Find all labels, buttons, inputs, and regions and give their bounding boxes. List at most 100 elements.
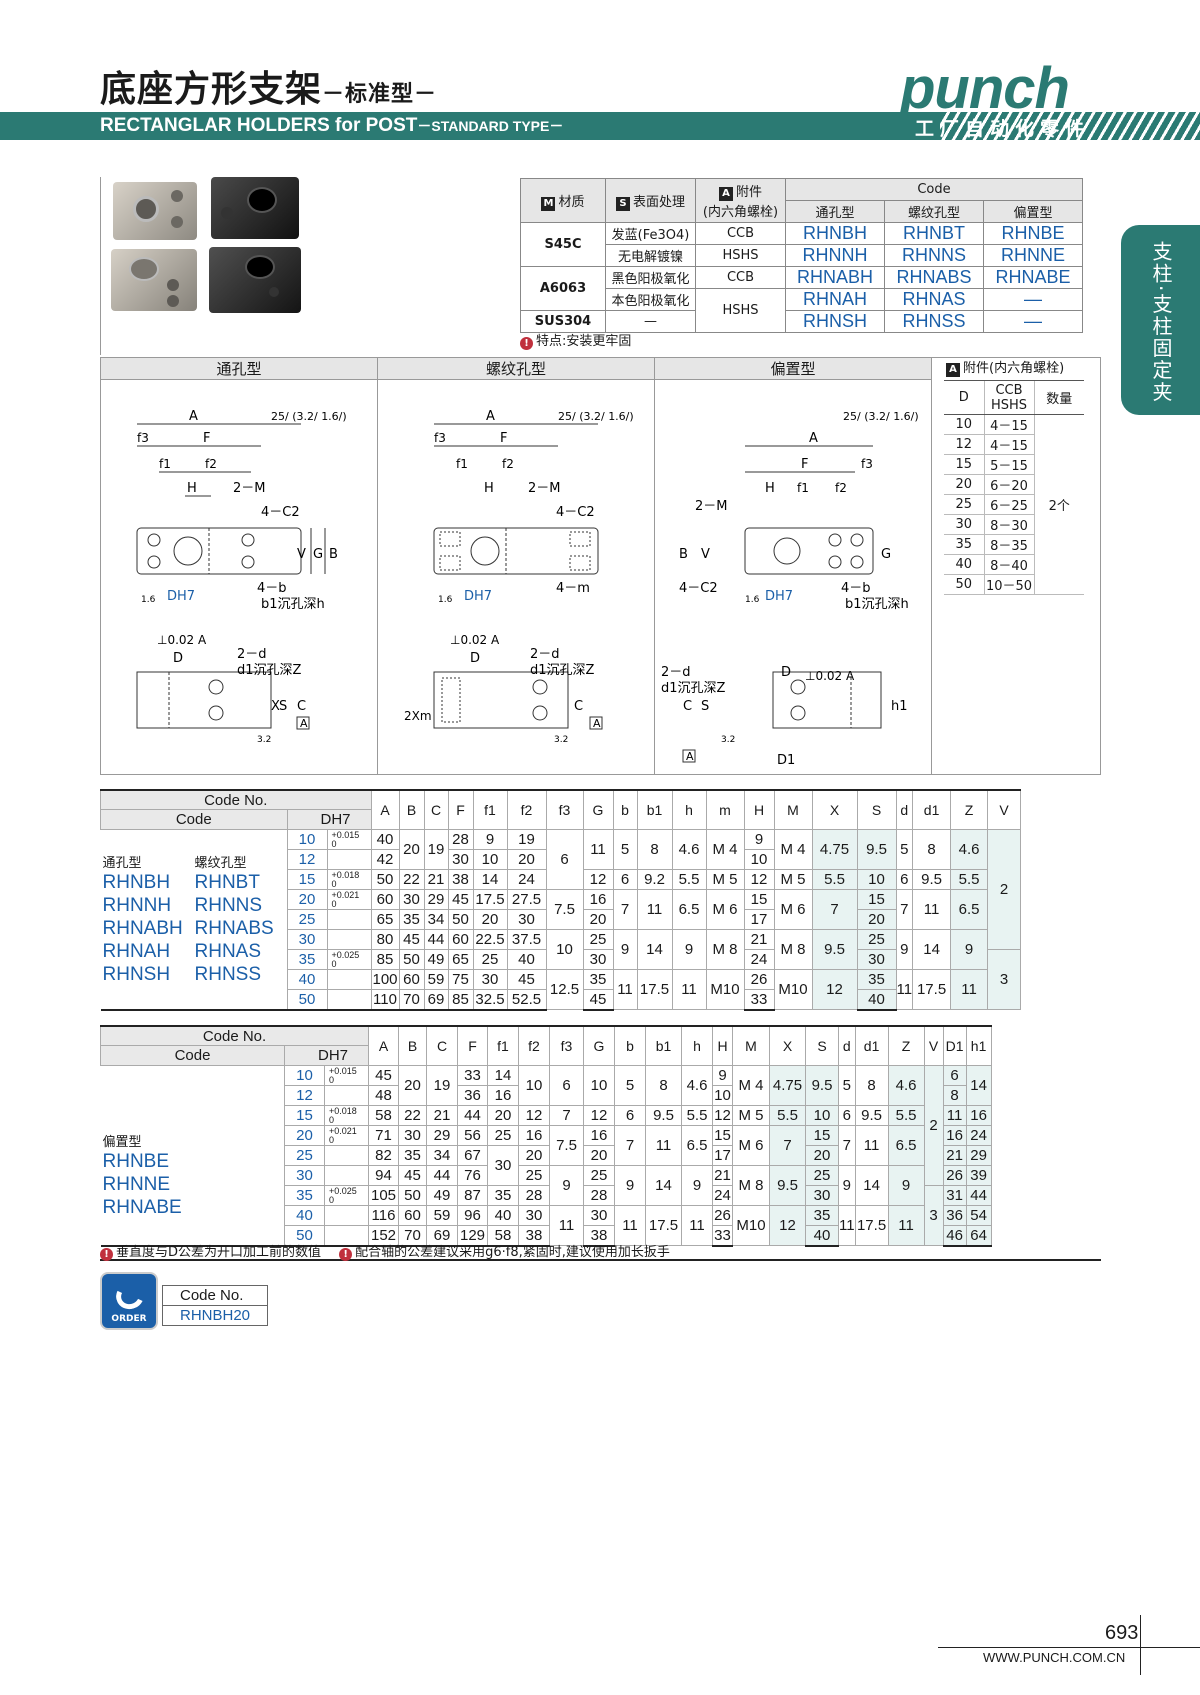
svg-text:2Xm: 2Xm	[404, 709, 432, 723]
svg-text:f1: f1	[797, 481, 809, 495]
svg-text:2－M: 2－M	[528, 481, 561, 496]
svg-text:f3: f3	[861, 457, 873, 471]
drawing-thread: 螺纹孔型 A 25/ (3.2/ 1.6/) F f3 f1 f2 H 2－M	[378, 358, 655, 774]
svg-text:H: H	[484, 481, 494, 496]
svg-text:h1: h1	[891, 699, 908, 714]
svg-text:1.6: 1.6	[141, 595, 156, 605]
page-title-sub: －标准型－	[322, 82, 438, 107]
svg-text:A: A	[809, 431, 818, 446]
photo-steel-offset	[111, 249, 197, 311]
svg-text:DH7: DH7	[167, 589, 195, 604]
svg-text:4－C2: 4－C2	[679, 581, 718, 596]
thread-type-drawing: A 25/ (3.2/ 1.6/) F f3 f1 f2 H 2－M 4－C2 …	[404, 409, 634, 745]
order-badge[interactable]: ORDER	[100, 1272, 158, 1330]
page-title-en-sub: －STANDARD TYPE－	[417, 118, 564, 134]
svg-text:2－M: 2－M	[233, 481, 266, 496]
svg-text:1.6: 1.6	[438, 595, 453, 605]
brand-tagline: 工厂自动化零件	[915, 118, 1091, 140]
svg-text:25/ (3.2/ 1.6/): 25/ (3.2/ 1.6/)	[558, 410, 634, 423]
info-icon: !	[100, 1248, 113, 1261]
product-photos	[100, 177, 500, 355]
svg-text:⊥0.02 A: ⊥0.02 A	[450, 633, 500, 647]
drawing-thread-title: 螺纹孔型	[378, 358, 654, 380]
svg-text:S: S	[279, 699, 287, 714]
order-example: Code No. RHNBH20	[161, 1285, 269, 1326]
svg-text:⊥0.02 A: ⊥0.02 A	[157, 633, 207, 647]
footer-url[interactable]: WWW.PUNCH.COM.CN	[983, 1650, 1126, 1665]
svg-text:F: F	[203, 431, 210, 446]
title-bar	[0, 112, 1200, 140]
svg-text:G: G	[881, 547, 891, 562]
svg-text:C: C	[297, 699, 306, 714]
svg-text:F: F	[801, 457, 808, 472]
drawing-through: 通孔型 A 25/ (3.2/ 1.6/) F f3 f1	[101, 358, 378, 774]
svg-text:DH7: DH7	[765, 589, 793, 604]
page-number: 693	[1105, 1622, 1139, 1644]
svg-text:25/ (3.2/ 1.6/): 25/ (3.2/ 1.6/)	[271, 410, 347, 423]
svg-text:2－d: 2－d	[530, 647, 560, 662]
drawing-offset: 偏置型 A 25/ (3.2/ 1.6/) F f3 H f1 f2 2－M B	[655, 358, 932, 774]
svg-text:f2: f2	[835, 481, 847, 495]
footer-divider	[938, 1647, 1200, 1648]
svg-text:25/ (3.2/ 1.6/): 25/ (3.2/ 1.6/)	[843, 410, 919, 423]
svg-text:C: C	[683, 699, 692, 714]
svg-text:f3: f3	[434, 431, 446, 445]
order-code[interactable]: RHNBH20	[161, 1305, 269, 1326]
svg-text:F: F	[500, 431, 507, 446]
photo-steel-through	[113, 182, 197, 240]
offset-type-drawing: A 25/ (3.2/ 1.6/) F f3 H f1 f2 2－M B V G…	[661, 410, 919, 768]
phone-icon	[112, 1278, 148, 1314]
page-title-en: RECTANGLAR HOLDERS for POST－STANDARD TYP…	[100, 115, 564, 136]
svg-text:4－m: 4－m	[556, 581, 590, 596]
photo-black-offset	[209, 247, 301, 313]
svg-text:f1: f1	[159, 457, 171, 471]
svg-text:DH7: DH7	[464, 589, 492, 604]
svg-text:2－d: 2－d	[237, 647, 267, 662]
footnotes: !垂直度与D公差为开口加工前的数值 !配合轴的公差建议采用g6·f8,紧固时,建…	[100, 1241, 1101, 1261]
photo-black-through	[211, 177, 299, 239]
side-category-tab[interactable]: 支柱·支柱固定夹	[1121, 225, 1200, 415]
svg-text:d1沉孔深Z: d1沉孔深Z	[530, 663, 595, 678]
svg-text:D: D	[470, 651, 480, 666]
svg-text:A: A	[300, 717, 308, 730]
svg-text:b1沉孔深h: b1沉孔深h	[261, 597, 325, 612]
svg-text:B: B	[679, 547, 688, 562]
svg-text:4－C2: 4－C2	[261, 505, 300, 520]
through-type-drawing: A 25/ (3.2/ 1.6/) F f3 f1 f2 H 2－M 4－C2 …	[136, 409, 347, 745]
svg-text:A: A	[486, 409, 495, 424]
svg-text:4－b: 4－b	[257, 581, 287, 596]
svg-text:f2: f2	[205, 457, 217, 471]
svg-text:f2: f2	[502, 457, 514, 471]
svg-text:D: D	[173, 651, 183, 666]
svg-text:f1: f1	[456, 457, 468, 471]
svg-text:H: H	[765, 481, 775, 496]
svg-text:2－M: 2－M	[695, 499, 728, 514]
svg-text:D1: D1	[777, 753, 795, 768]
